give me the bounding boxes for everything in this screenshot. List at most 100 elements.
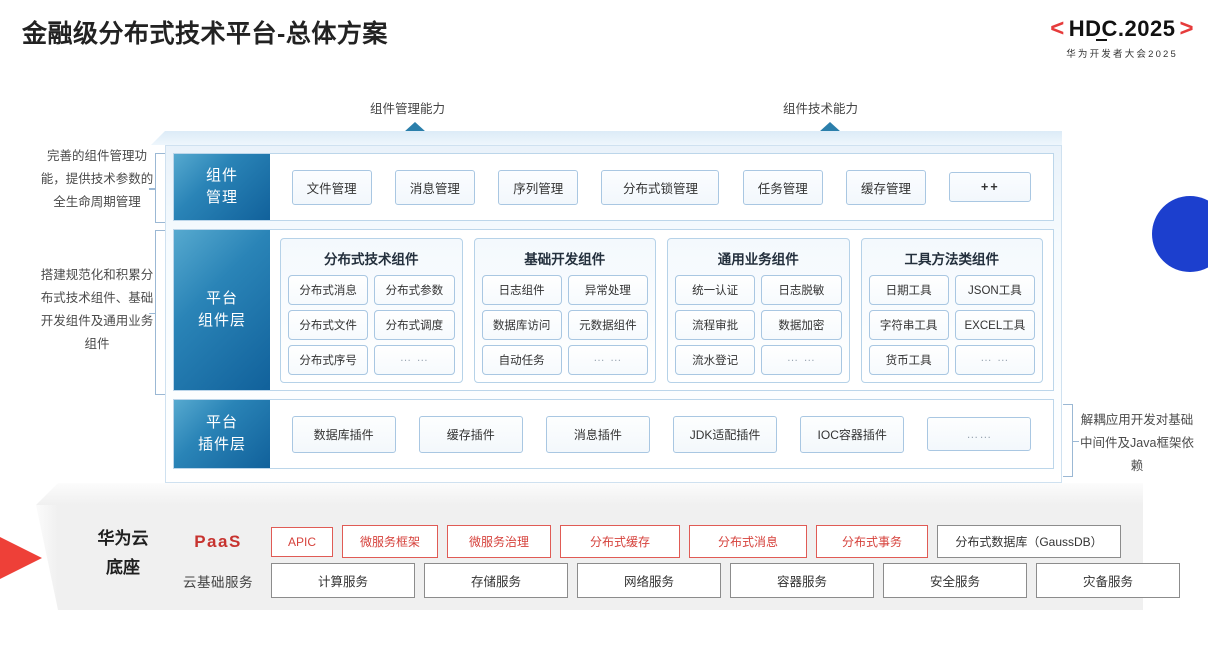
chip-sequence-management[interactable]: 序列管理 [498,169,579,205]
plugin-message[interactable]: 消息插件 [545,415,650,453]
group-basic-development-components: 基础开发组件 日志组件 异常处理 数据库访问 元数据组件 自动任务 … … [473,237,656,383]
paas-item-apic[interactable]: APIC [271,526,333,557]
cloud-service-compute[interactable]: 计算服务 [271,563,415,598]
architecture-stack: 组件 管理 文件管理 消息管理 序列管理 分布式锁管理 任务管理 缓存管理 ++… [151,131,1062,483]
chip-cache-management[interactable]: 缓存管理 [846,169,927,205]
group-distributed-tech-components: 分布式技术组件 分布式消息 分布式参数 分布式文件 分布式调度 分布式序号 … … [280,237,463,383]
left-angle-bracket-icon: < [1050,15,1065,42]
plugin-chip-list: 数据库插件 缓存插件 消息插件 JDK适配插件 IOC容器插件 …… [270,415,1053,453]
row-label-component-management: 组件 管理 [174,154,270,220]
hdc-logo-main: < HDC.2025 > [1050,15,1194,43]
paas-label: PaaS [194,531,242,551]
bracket-left-top [149,153,165,223]
hdc-logo: < HDC.2025 > 华为开发者大会2025 [1050,15,1194,60]
row-body-platform-component-layer: 分布式技术组件 分布式消息 分布式参数 分布式文件 分布式调度 分布式序号 … … [270,230,1053,390]
side-note-left-mid: 搭建规范化和积累分布式技术组件、基础开发组件及通用业务组件 [40,268,154,352]
cell-process-approval[interactable]: 流程审批 [675,309,756,340]
cell-log-component[interactable]: 日志组件 [481,274,562,305]
cell-log-desensitization[interactable]: 日志脱敏 [761,274,842,305]
component-group-list: 分布式技术组件 分布式消息 分布式参数 分布式文件 分布式调度 分布式序号 … … [270,231,1053,390]
cloud-service-disaster-recovery[interactable]: 灾备服务 [1036,563,1180,598]
row-label-line1: 组件 [205,167,238,185]
group-utility-method-components: 工具方法类组件 日期工具 JSON工具 字符串工具 EXCEL工具 货币工具 …… [860,237,1043,383]
cell-string-utility[interactable]: 字符串工具 [868,309,949,340]
cell-currency-utility[interactable]: 货币工具 [868,344,949,375]
cell-distributed-message[interactable]: 分布式消息 [288,274,369,305]
plugin-database[interactable]: 数据库插件 [291,415,396,453]
group-common-business-components: 通用业务组件 统一认证 日志脱敏 流程审批 数据加密 流水登记 … … [667,237,850,383]
cell-more-ellipsis[interactable]: … … [374,344,455,375]
cloud-service-security[interactable]: 安全服务 [883,563,1027,598]
cloud-services-row: 云基础服务 计算服务 存储服务 网络服务 容器服务 安全服务 灾备服务 [174,563,1180,598]
page-title: 金融级分布式技术平台-总体方案 [22,20,388,48]
cell-date-utility[interactable]: 日期工具 [868,274,949,305]
paas-item-distributed-transaction[interactable]: 分布式事务 [816,525,928,558]
hdc-logo-hdc: HDC [1068,16,1118,41]
cell-distributed-file[interactable]: 分布式文件 [288,309,369,340]
cell-exception-handling[interactable]: 异常处理 [567,274,648,305]
cloud-service-container[interactable]: 容器服务 [730,563,874,598]
cell-unified-authentication[interactable]: 统一认证 [675,274,756,305]
bracket-nub [149,312,156,314]
group-grid: 日志组件 异常处理 数据库访问 元数据组件 自动任务 … … [481,274,648,375]
cell-excel-utility[interactable]: EXCEL工具 [954,309,1035,340]
paas-item-microservice-governance[interactable]: 微服务治理 [447,525,551,558]
paas-item-distributed-message[interactable]: 分布式消息 [689,525,807,558]
row-platform-component-layer: 平台 组件层 分布式技术组件 分布式消息 分布式参数 分布式文件 分布式调度 分… [173,229,1054,391]
bracket-nub [149,188,156,190]
paas-item-distributed-database[interactable]: 分布式数据库（GaussDB） [937,525,1121,558]
cell-distributed-scheduling[interactable]: 分布式调度 [374,309,455,340]
cell-database-access[interactable]: 数据库访问 [481,309,562,340]
cell-distributed-sequence[interactable]: 分布式序号 [288,344,369,375]
component-management-chip-list: 文件管理 消息管理 序列管理 分布式锁管理 任务管理 缓存管理 ++ [270,169,1053,205]
row-label-line1: 平台 [205,414,238,432]
hdc-logo-subtitle: 华为开发者大会2025 [1066,49,1179,60]
plugin-cache[interactable]: 缓存插件 [418,415,523,453]
group-grid: 日期工具 JSON工具 字符串工具 EXCEL工具 货币工具 … … [868,274,1035,375]
group-title: 基础开发组件 [524,251,606,267]
cloud-service-storage[interactable]: 存储服务 [424,563,568,598]
row-component-management: 组件 管理 文件管理 消息管理 序列管理 分布式锁管理 任务管理 缓存管理 ++ [173,153,1054,221]
group-grid: 分布式消息 分布式参数 分布式文件 分布式调度 分布式序号 … … [288,274,455,375]
side-note-right-bottom: 解耦应用开发对基础中间件及Java框架依赖 [1080,413,1194,474]
chip-file-management[interactable]: 文件管理 [291,169,372,205]
group-title: 通用业务组件 [717,251,799,267]
cell-transaction-record[interactable]: 流水登记 [675,344,756,375]
paas-row: PaaS APIC 微服务框架 微服务治理 分布式缓存 分布式消息 分布式事务 … [174,525,1121,558]
bracket-right-bottom [1063,404,1079,477]
chip-add-more[interactable]: ++ [949,172,1032,202]
plugin-more-ellipsis[interactable]: …… [927,417,1032,451]
plugin-jdk-adapter[interactable]: JDK适配插件 [673,415,778,453]
chip-distributed-lock-management[interactable]: 分布式锁管理 [601,169,720,205]
row-label-line2: 管理 [205,189,238,206]
cell-json-utility[interactable]: JSON工具 [954,274,1035,305]
hdc-logo-text: HDC.2025 [1069,16,1176,42]
row-label-platform-plugin-layer: 平台 插件层 [174,400,270,468]
row-body-platform-plugin-layer: 数据库插件 缓存插件 消息插件 JDK适配插件 IOC容器插件 …… [270,400,1053,468]
cloud-service-network[interactable]: 网络服务 [577,563,721,598]
cell-metadata-component[interactable]: 元数据组件 [567,309,648,340]
paas-item-microservice-framework[interactable]: 微服务框架 [342,525,438,558]
row-body-component-management: 文件管理 消息管理 序列管理 分布式锁管理 任务管理 缓存管理 ++ [270,154,1053,220]
row-label-platform-component-layer: 平台 组件层 [174,230,270,390]
hdc-logo-year: .2025 [1117,16,1176,41]
base-title-line2: 底座 [106,557,140,577]
row-label-line1: 平台 [205,290,238,308]
cell-more-ellipsis[interactable]: … … [761,344,842,375]
cell-data-encryption[interactable]: 数据加密 [761,309,842,340]
arrow-label-component-technology: 组件技术能力 [783,102,859,116]
plugin-ioc-container[interactable]: IOC容器插件 [800,415,905,453]
cloud-services-label: 云基础服务 [183,574,253,590]
row-label-line2: 插件层 [197,436,246,453]
red-wedge-decoration [0,516,42,600]
bracket-left-mid [149,230,165,395]
chip-message-management[interactable]: 消息管理 [394,169,475,205]
cell-distributed-parameter[interactable]: 分布式参数 [374,274,455,305]
base-top-bevel [36,483,1143,505]
cell-automated-task[interactable]: 自动任务 [481,344,562,375]
cell-more-ellipsis[interactable]: … … [567,344,648,375]
paas-item-distributed-cache[interactable]: 分布式缓存 [560,525,680,558]
row-platform-plugin-layer: 平台 插件层 数据库插件 缓存插件 消息插件 JDK适配插件 IOC容器插件 …… [173,399,1054,469]
cell-more-ellipsis[interactable]: … … [954,344,1035,375]
chip-task-management[interactable]: 任务管理 [742,169,823,205]
